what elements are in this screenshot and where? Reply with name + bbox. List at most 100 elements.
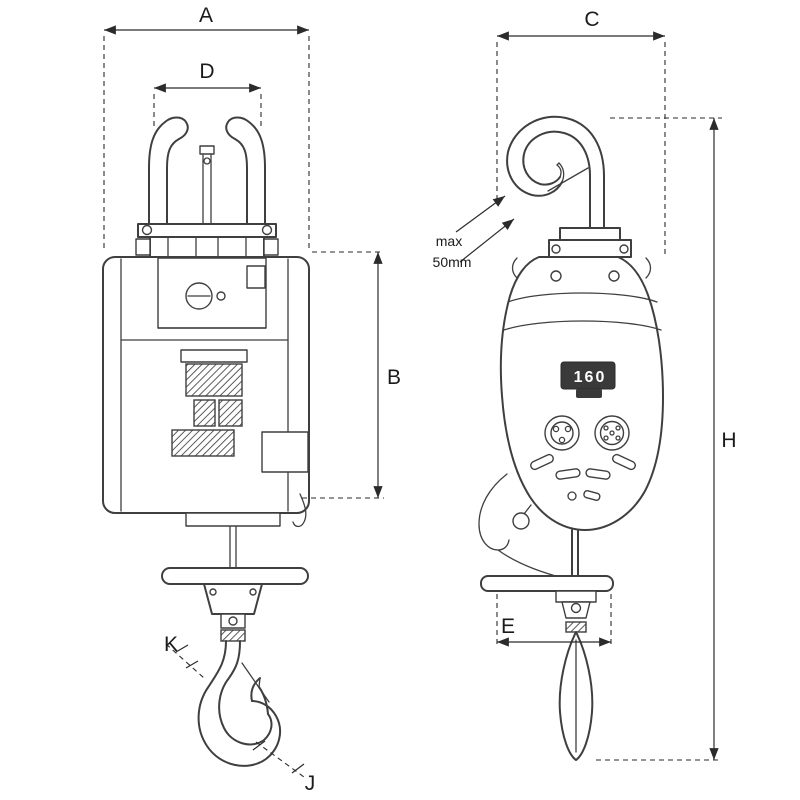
dim-j-tick-1 [252,740,266,751]
side-body-flange-left [511,257,518,279]
body-right-box [261,431,309,473]
dimension-J: J [252,740,316,795]
bracket-bolt-left [141,224,153,236]
front-bottom-bar [161,567,309,642]
side-bracket-lower [548,239,632,258]
top-hook-latch [547,167,589,192]
plate-bracket [555,590,597,603]
vent-slot-2 [555,468,581,480]
dim-j-tick-2 [291,763,305,774]
hook-bracket-bolt-left [209,588,217,596]
fork-left-prong [148,116,189,237]
dimension-label-d: D [199,60,214,83]
side-hook-pin-block [565,621,587,633]
vent-slot-1 [530,453,554,471]
bracket-plate [149,236,265,258]
connector-right-pin-3 [603,435,609,441]
connector-left-pin-3 [558,436,566,444]
vent-hole [567,491,577,501]
bottom-plate [480,575,614,592]
limit-wire [478,473,510,551]
body-small-bolt [216,291,226,301]
connector-right-pin-1 [603,425,609,431]
dimension-H: H [596,117,737,761]
bracket-clamp-left [135,238,151,256]
dimension-label-k: K [164,633,178,656]
hook-bracket [203,583,263,615]
support-bar [161,567,309,585]
side-mount-bracket [548,227,632,258]
dimensions: A D B K J [103,4,737,795]
plate-pin [570,602,582,614]
connector-right-inner [599,420,625,446]
dimension-K: K [164,633,205,679]
wire-sweep [497,549,567,580]
dimension-A: A [103,4,310,252]
connector-left-pin-2 [564,425,572,433]
grille-hatch-2 [193,399,216,427]
side-body-contour-2 [503,320,662,331]
hook-opening-callout: max 50mm [433,195,515,270]
connector-left-pin-1 [552,425,560,433]
connector-right-pin-4 [615,435,621,441]
hook-safety-latch [241,662,270,703]
hook-opening-note-line1: max [436,233,462,249]
side-bottom-plate [480,575,614,633]
fork-right-prong [225,116,266,237]
connector-right-pin-2 [615,425,621,431]
hook-pin-block [220,629,246,642]
dimension-D: D [153,60,262,126]
badge-capacity-label: 160 [574,369,607,386]
hook-tip-inner [258,686,269,715]
fork-pin-head [199,145,215,155]
vent-slot-5 [583,490,601,501]
dimension-C: C [496,8,666,258]
dim-k-tick-1 [175,644,189,653]
connector-left-inner [550,421,574,445]
side-bracket-bolt-right [619,244,629,254]
side-bracket-bolt-left [551,244,561,254]
front-body [102,256,310,569]
front-bottom-hook [197,640,282,767]
grille-hatch-1 [185,363,243,397]
side-view: max 50mm 160 [433,115,664,761]
hook-opening-note-line2: 50mm [433,254,472,270]
grille-hatch-3 [218,399,243,427]
dimension-label-j: J [305,772,316,795]
guide-link [523,504,532,515]
front-top-hook-fork [148,116,266,237]
body-cable-hook [292,493,307,528]
guide-ring [512,512,530,530]
top-hook-tip-face [556,162,560,166]
top-hook-inner [522,130,591,186]
hook-inner-curve [218,640,273,746]
dimension-label-h: H [721,429,736,452]
hook-bracket-bolt-right [249,588,257,596]
front-view [102,116,310,767]
hook-tip-face [258,677,261,688]
dimension-E: E [496,594,612,648]
side-body-bolt-right [608,270,620,282]
dimension-label-a: A [199,4,213,27]
badge-sub-plate [576,389,602,398]
dimension-label-c: C [584,8,599,31]
body-small-box-top [246,265,266,289]
side-bottom-hook [558,631,594,761]
fork-pin-bolt [203,157,211,165]
hook-outer-curve [197,640,282,767]
hook-tip-outer [250,677,261,702]
callout-arrow-2 [459,218,515,263]
vent-slots [530,453,636,501]
hook-shackle-pin [228,616,238,626]
grille-hatch-4 [171,429,235,457]
top-hook-tip-inner [556,164,562,178]
dim-j-leader [255,741,305,778]
pendant-slot [180,349,248,363]
bracket-bolt-right [261,224,273,236]
top-hook-outer [506,115,605,197]
side-body-bolt-left [550,270,562,282]
capacity-badge: 160 [560,361,616,398]
power-connectors [544,415,630,451]
